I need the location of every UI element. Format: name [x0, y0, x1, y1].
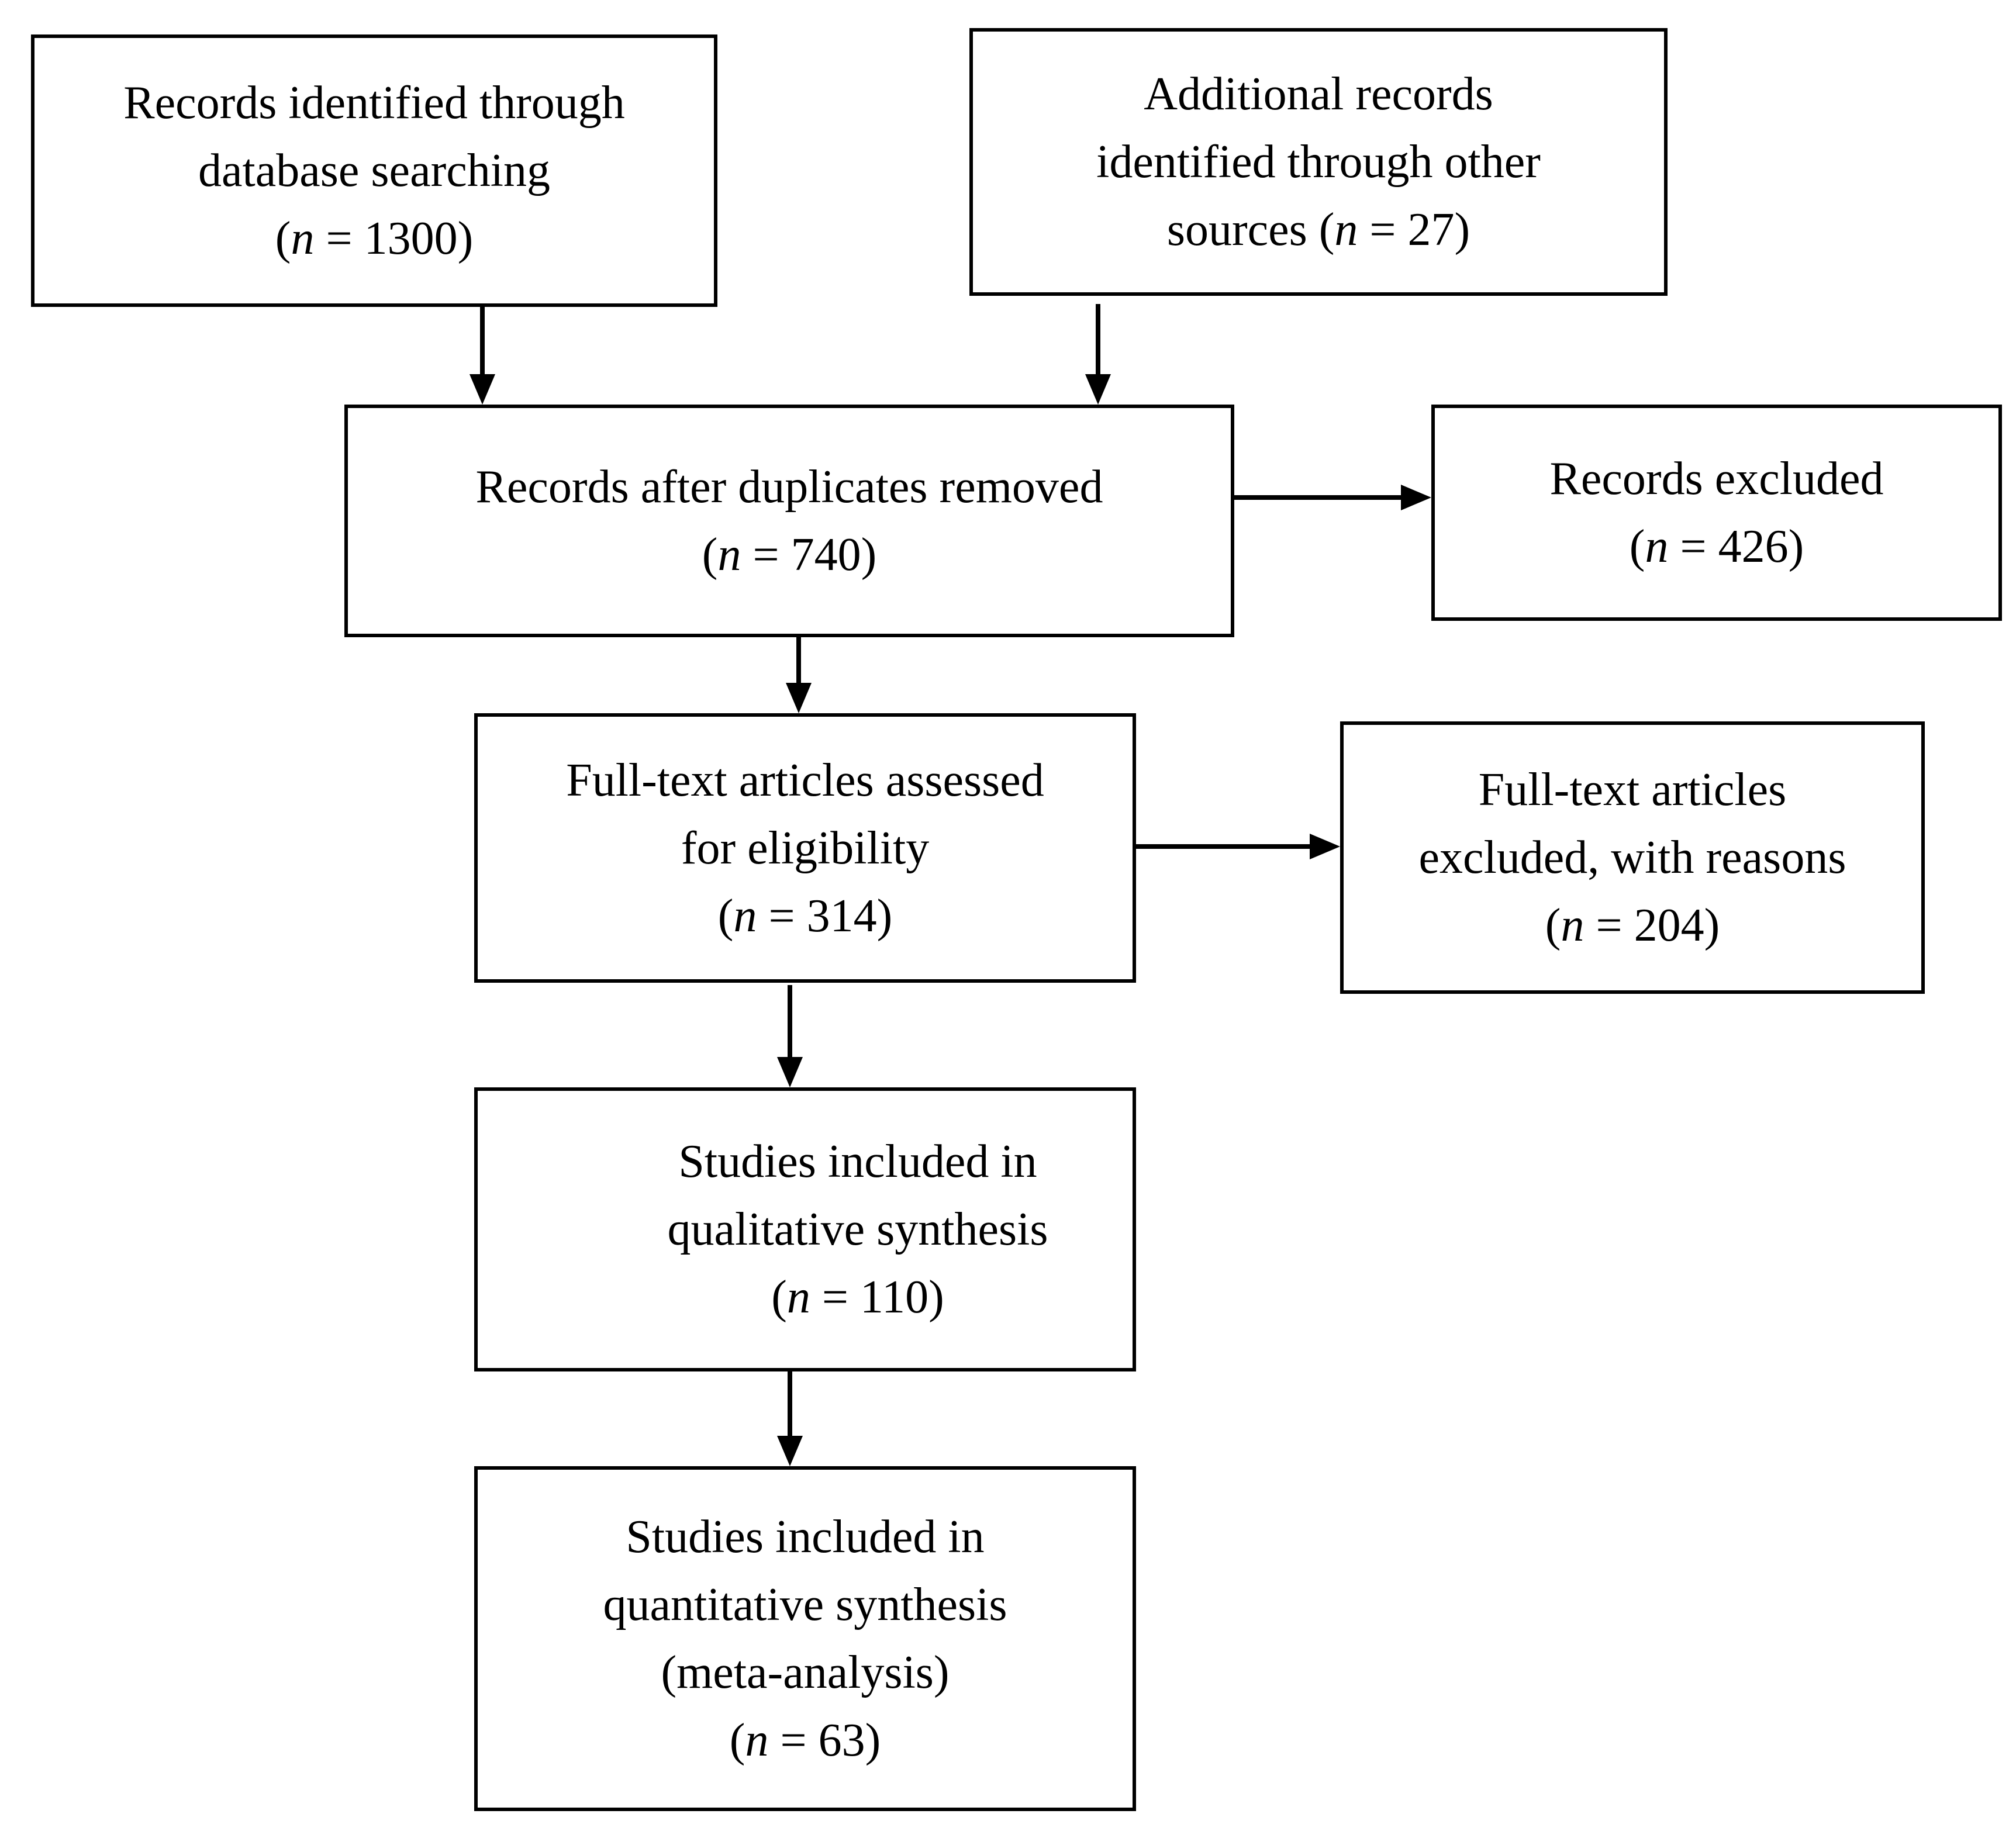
box-text-line: Records after duplicates removed: [475, 461, 1103, 513]
box-text-line: Full-text articles: [1478, 764, 1787, 816]
arrow-other-to-dedup: [1085, 304, 1111, 405]
box-text-line: quantitative synthesis: [603, 1579, 1007, 1630]
paren-close: ): [876, 890, 893, 942]
n-symbol: n: [745, 1715, 769, 1766]
arrow-fulltext-to-excluded: [1136, 834, 1340, 859]
paren-close: ): [861, 529, 877, 581]
count-line: (n = 204): [1545, 892, 1720, 959]
paren-open: (: [702, 529, 718, 581]
count-line: (n = 740): [702, 521, 876, 589]
paren-close: ): [865, 1715, 881, 1766]
count-value: 63: [818, 1715, 865, 1766]
box-text-line: database searching: [198, 145, 550, 196]
arrow-qualitative-to-quantitative: [777, 1371, 803, 1466]
count-line: (n = 1300): [275, 205, 473, 272]
paren-open: (: [717, 890, 734, 942]
paren-open: (: [771, 1272, 787, 1323]
paren-open: (: [1545, 900, 1561, 951]
count-line: (n = 426): [1630, 513, 1804, 581]
box-text-line: Full-text articles assessed: [566, 754, 1044, 806]
box-text-line: (meta-analysis): [661, 1647, 950, 1698]
box-text-line: Studies included in: [678, 1136, 1037, 1187]
box-text-line: Studies included in: [626, 1511, 985, 1563]
equals-sign: =: [314, 213, 364, 264]
box-text-line: excluded, with reasons: [1418, 832, 1846, 883]
paren-close: ): [1704, 900, 1720, 951]
box-text-line: identified through other: [1096, 136, 1541, 188]
paren-close: ): [1788, 521, 1804, 572]
box-text-line-tail: sources (: [1166, 204, 1335, 255]
arrow-fulltext-to-qualitative: [777, 985, 803, 1087]
box-text-line: Additional records: [1144, 68, 1493, 120]
n-symbol: n: [786, 1272, 810, 1323]
paren-open: (: [275, 213, 291, 264]
n-symbol: n: [1645, 521, 1669, 572]
quantitative-synthesis-box: Studies included in quantitative synthes…: [474, 1466, 1136, 1811]
paren-open: (: [1629, 521, 1645, 572]
equals-sign: =: [768, 1715, 819, 1766]
count-value: 27: [1407, 204, 1455, 255]
records-identified-database-box: Records identified through database sear…: [31, 34, 717, 307]
equals-sign: =: [757, 890, 807, 942]
full-text-excluded-box: Full-text articles excluded, with reason…: [1340, 721, 1925, 994]
n-symbol: n: [717, 529, 741, 581]
equals-sign: =: [1668, 521, 1718, 572]
count-line: sources (n = 27): [1167, 196, 1470, 264]
paren-close: ): [457, 213, 474, 264]
box-text-line: Records excluded: [1549, 453, 1884, 505]
qualitative-synthesis-box: Studies included in qualitative synthesi…: [474, 1087, 1136, 1371]
n-symbol: n: [1334, 204, 1358, 255]
records-excluded-box: Records excluded (n = 426): [1431, 405, 2002, 621]
full-text-assessed-box: Full-text articles assessed for eligibil…: [474, 713, 1136, 983]
arrow-dedup-to-excluded: [1234, 485, 1431, 510]
box-text-line: for eligibility: [681, 822, 930, 874]
count-line: (n = 314): [718, 882, 892, 950]
paren-close: ): [1454, 204, 1470, 255]
count-line: (n = 63): [730, 1706, 881, 1774]
box-text-line: Records identified through: [123, 77, 625, 129]
count-line: (n = 110): [667, 1263, 1048, 1331]
additional-records-other-sources-box: Additional records identified through ot…: [969, 28, 1668, 296]
records-after-duplicates-removed-box: Records after duplicates removed (n = 74…: [344, 405, 1234, 637]
n-symbol: n: [1561, 900, 1585, 951]
arrow-database-to-dedup: [470, 307, 495, 405]
count-value: 426: [1718, 521, 1789, 572]
count-value: 204: [1634, 900, 1704, 951]
paren-open: (: [729, 1715, 745, 1766]
count-value: 740: [790, 529, 861, 581]
arrow-dedup-to-fulltext: [786, 637, 812, 713]
n-symbol: n: [291, 213, 315, 264]
equals-sign: =: [810, 1272, 861, 1323]
equals-sign: =: [1584, 900, 1634, 951]
n-symbol: n: [733, 890, 757, 942]
box-content: Studies included in qualitative synthesi…: [562, 1128, 1048, 1331]
count-value: 1300: [364, 213, 458, 264]
box-text-line: qualitative synthesis: [667, 1204, 1048, 1255]
count-value: 314: [806, 890, 877, 942]
equals-sign: =: [1358, 204, 1408, 255]
equals-sign: =: [741, 529, 791, 581]
paren-close: ): [928, 1272, 944, 1323]
count-value: 110: [860, 1272, 929, 1323]
